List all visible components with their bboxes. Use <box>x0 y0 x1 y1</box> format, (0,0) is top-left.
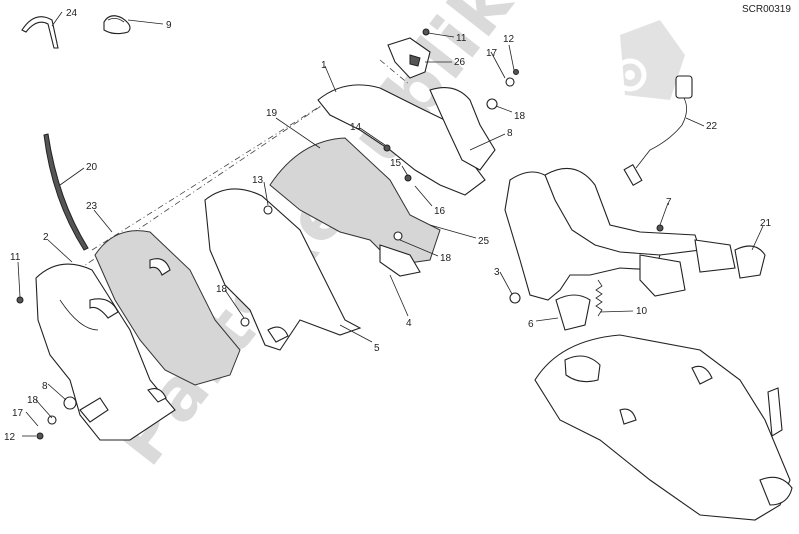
callouts: 24 9 11 26 17 12 1 18 8 19 14 22 20 15 1… <box>4 8 772 443</box>
callout-25: 25 <box>478 236 490 247</box>
part-23-heat-shield <box>94 230 241 403</box>
callout-12: 12 <box>503 34 515 45</box>
callout-23: 23 <box>86 201 98 212</box>
part-1-upper-shield <box>317 84 496 196</box>
callout-7: 7 <box>666 197 672 208</box>
callout-8: 8 <box>507 128 513 139</box>
part-5-heat-shield <box>204 188 362 351</box>
gear-icon <box>613 20 685 100</box>
callout-20: 20 <box>86 162 98 173</box>
part-2-heat-shield <box>35 263 176 441</box>
callout-22: 22 <box>706 121 718 132</box>
callout-1: 1 <box>321 60 327 71</box>
fasteners <box>16 28 664 440</box>
callout-17: 17 <box>486 48 498 59</box>
part-26-bracket <box>387 37 431 79</box>
callout-18-bottom: 18 <box>27 395 39 406</box>
part-24-clip <box>21 16 59 49</box>
callout-15: 15 <box>390 158 402 169</box>
part-header-pipes <box>504 167 766 331</box>
callout-16: 16 <box>434 206 446 217</box>
callout-3: 3 <box>494 267 500 278</box>
callout-24: 24 <box>66 8 78 19</box>
diagram-code: SCR00319 <box>742 4 791 15</box>
callout-4: 4 <box>406 318 412 329</box>
callout-18-mid: 18 <box>440 253 452 264</box>
callout-13: 13 <box>252 175 264 186</box>
callout-21: 21 <box>760 218 772 229</box>
callout-26: 26 <box>454 57 466 68</box>
part-20-strip <box>43 133 89 251</box>
callout-11-left: 11 <box>10 252 21 263</box>
callout-18-left: 18 <box>216 284 228 295</box>
callout-8-left: 8 <box>42 381 48 392</box>
callout-11: 11 <box>456 33 467 44</box>
leader-lines <box>17 11 764 437</box>
callout-14: 14 <box>350 122 362 133</box>
callout-18: 18 <box>514 111 526 122</box>
callout-2: 2 <box>43 232 49 243</box>
part-10-spring <box>595 279 603 317</box>
callout-12-bottom: 12 <box>4 432 16 443</box>
part-9-clamp <box>103 15 131 35</box>
callout-6: 6 <box>528 319 534 330</box>
callout-19: 19 <box>266 108 278 119</box>
part-muffler <box>534 334 793 521</box>
callout-9: 9 <box>166 20 172 31</box>
callout-10: 10 <box>636 306 648 317</box>
part-22-oxygen-sensor <box>623 75 693 187</box>
callout-5: 5 <box>374 343 380 354</box>
callout-17-bottom: 17 <box>12 408 24 419</box>
